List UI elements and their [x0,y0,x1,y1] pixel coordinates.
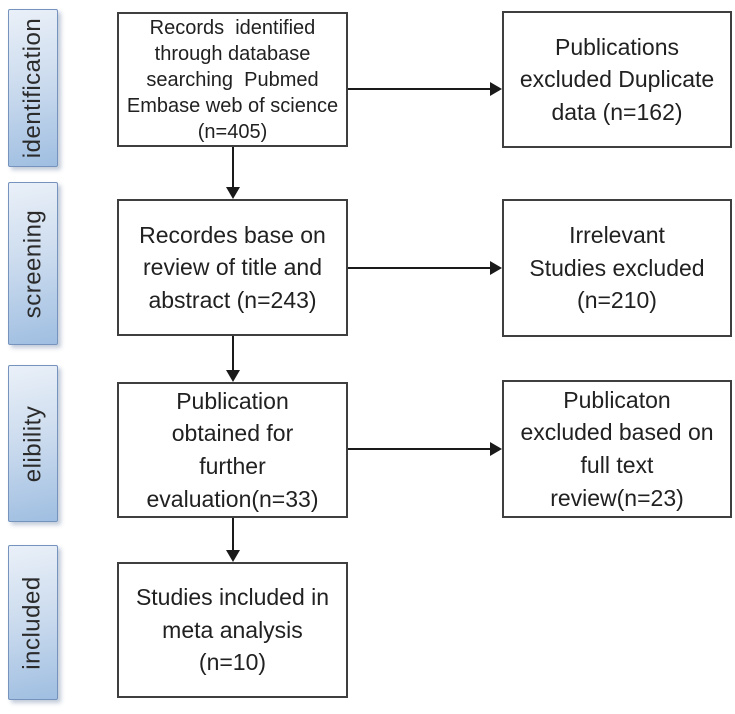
flow-box-records-identified-text: Records identified through database sear… [126,16,339,143]
excluded-box-duplicates-text: Publications excluded Duplicate data (n=… [519,33,715,125]
arrow-down-screening-to-eligibility-line [232,336,234,370]
excluded-box-fulltext-text: Publicaton excluded based on full text r… [520,386,714,511]
stage-identification: identification [8,9,58,167]
flow-box-studies-included-text: Studies included in meta analysis (n=10) [135,584,330,676]
arrow-right-screening-to-excluded-head [490,261,502,275]
arrow-right-eligibility-to-excluded-head [490,442,502,456]
stage-eligibility: elibility [8,365,58,522]
flow-box-records-identified: Records identified through database sear… [117,12,348,147]
stage-screening-label: screening [19,209,46,318]
arrow-right-screening-to-excluded-line [348,267,490,269]
flow-box-publications-evaluated-text: Publication obtained for further evaluat… [146,387,319,512]
arrow-down-identification-to-screening-line [232,147,234,187]
stage-identification-label: identification [19,17,47,159]
arrow-down-screening-to-eligibility-head [226,370,240,382]
flow-box-studies-included: Studies included in meta analysis (n=10) [117,562,348,698]
arrow-down-identification-to-screening-head [226,187,240,199]
excluded-box-irrelevant-text: Irrelevant Studies excluded (n=210) [529,222,705,314]
arrow-right-eligibility-to-excluded-line [348,448,490,450]
arrow-right-identification-to-excluded-head [490,82,502,96]
excluded-box-fulltext: Publicaton excluded based on full text r… [502,380,732,518]
stage-screening: screening [8,182,58,345]
excluded-box-duplicates: Publications excluded Duplicate data (n=… [502,11,732,148]
arrow-down-eligibility-to-included-line [232,518,234,550]
stage-eligibility-label: elibility [19,405,46,482]
stage-included-label: included [19,575,46,670]
arrow-right-identification-to-excluded-line [348,88,490,90]
flow-box-records-screened: Recordes base on review of title and abs… [117,199,348,336]
excluded-box-irrelevant: Irrelevant Studies excluded (n=210) [502,199,732,337]
flow-box-records-screened-text: Recordes base on review of title and abs… [139,221,326,313]
flow-box-publications-evaluated: Publication obtained for further evaluat… [117,382,348,518]
arrow-down-eligibility-to-included-head [226,550,240,562]
stage-included: included [8,545,58,700]
